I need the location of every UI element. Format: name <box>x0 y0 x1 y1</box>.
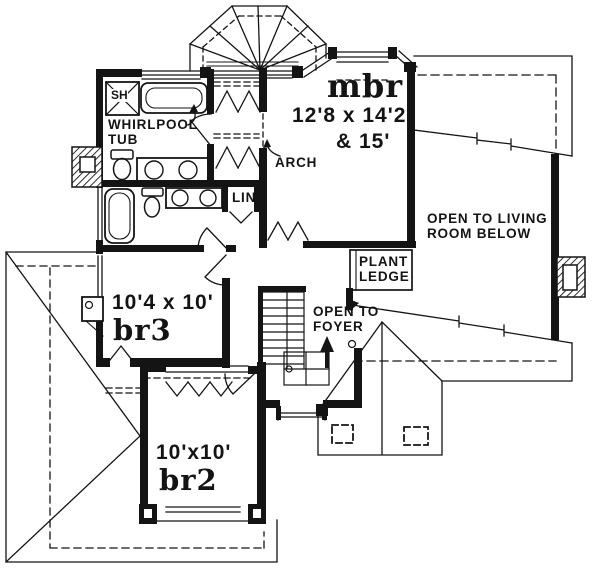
sink <box>178 160 198 180</box>
arch-arrowhead <box>263 139 271 148</box>
open-to-foyer-line2: FOYER <box>313 319 364 335</box>
windows <box>97 50 418 522</box>
mbr-double-door <box>287 220 309 241</box>
open-to-living-line1: OPEN TO LIVING <box>427 211 548 226</box>
sink <box>144 160 164 180</box>
br2-closet-bifold <box>187 381 211 398</box>
master-bedroom-dimensions: 12'8 x 14'2 <box>292 104 406 128</box>
mbr-double-door <box>267 220 289 241</box>
handrail-curl <box>347 339 357 349</box>
bathtub <box>104 188 135 244</box>
sink <box>171 189 189 207</box>
closet-bifold <box>237 145 261 169</box>
wall-post-notches <box>144 509 261 518</box>
bedroom3-name: br3 <box>113 316 172 345</box>
shower-label-text: SH <box>111 88 128 102</box>
open-to-foyer-line1: OPEN TO <box>313 304 380 319</box>
bedroom2-dim-text: 10'x10' <box>156 441 232 464</box>
bedroom3-dimensions: 10'4 x 10' <box>112 291 214 315</box>
bedroom2-name-text: br2 <box>159 463 218 497</box>
bath2-door-swing <box>197 227 230 252</box>
gable-roof-lower-right <box>317 321 443 456</box>
br2-door-swing <box>224 373 255 395</box>
skylight-left <box>331 424 354 444</box>
staircase <box>262 289 357 386</box>
bath-door-swing <box>190 113 212 147</box>
vanity2-double-sink <box>165 187 223 209</box>
bedroom3-name-text: br3 <box>113 313 172 347</box>
toilet <box>110 149 134 160</box>
whirlpool-tub <box>140 82 208 114</box>
plant-ledge-box <box>349 249 413 291</box>
roof-upper-right <box>413 55 573 157</box>
whirlpool-line1: WHIRLPOOL <box>108 117 198 132</box>
exterior-walls <box>96 47 559 524</box>
closet-bifold <box>215 89 239 113</box>
plant-ledge-line1: PLANT <box>359 254 408 269</box>
wall-vent-box <box>81 296 104 337</box>
master-bedroom-dimensions2: & 15' <box>336 130 390 154</box>
master-bedroom-name: mbr <box>327 70 403 102</box>
whirlpool-line2: TUB <box>108 132 139 148</box>
hip-roof-lower-left <box>5 251 278 563</box>
arch-leader <box>263 139 281 157</box>
up-arrow <box>320 336 334 352</box>
br2-closet-bifold <box>165 381 189 398</box>
arch-label: ARCH <box>275 155 317 170</box>
bedroom2-dimensions: 10'x10' <box>156 441 231 465</box>
closet-bifold <box>215 145 239 169</box>
br3-door-chevron <box>109 344 133 361</box>
br3-door-swing <box>204 254 227 286</box>
closet-bifold <box>237 89 261 113</box>
shower-stall <box>105 81 140 116</box>
skylight-right <box>403 426 429 446</box>
master-bedroom-dim-text: 12'8 x 14'2 <box>292 104 407 127</box>
toilet2-tank <box>141 187 164 197</box>
open-to-living-line2: ROOM BELOW <box>427 226 531 242</box>
master-bedroom-name-text: mbr <box>327 67 404 105</box>
roof-band-open-area <box>346 298 573 382</box>
linen-bifold-door <box>229 211 253 224</box>
plant-ledge-line2: LEDGE <box>359 269 410 285</box>
sink <box>199 189 217 207</box>
turret-bay-roof <box>189 5 327 72</box>
chimney-right <box>556 256 586 298</box>
br2-closet-bifold <box>209 381 233 398</box>
toilet2-bowl <box>143 196 161 218</box>
bath-fixtures <box>104 81 223 244</box>
master-bedroom-dim2-text: & 15' <box>336 130 391 153</box>
shower-label: SH <box>111 88 128 103</box>
arch-label-text: ARCH <box>275 155 318 170</box>
toilet-bowl <box>112 157 132 181</box>
linen-label: LIN <box>232 190 256 205</box>
vanity-double-sink <box>136 157 209 183</box>
bedroom3-dim-text: 10'4 x 10' <box>112 291 214 314</box>
whirlpool-arrowhead <box>189 104 198 113</box>
doors-and-closets <box>105 81 309 398</box>
bedroom2-name: br2 <box>159 466 218 495</box>
linen-label-text: LIN <box>232 190 257 205</box>
chimney-left <box>71 146 103 188</box>
